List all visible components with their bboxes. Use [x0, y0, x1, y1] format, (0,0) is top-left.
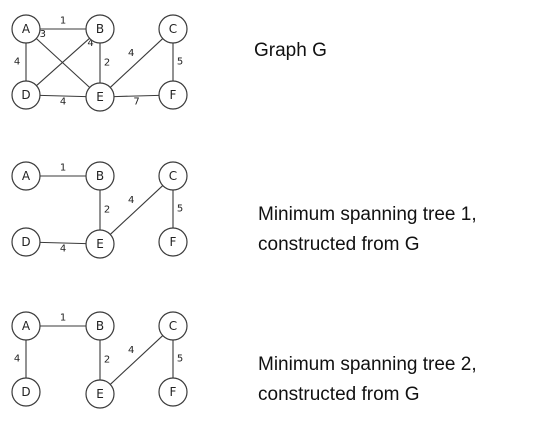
node-F: F [158, 227, 188, 257]
node-E: E [85, 82, 115, 112]
node-label: E [96, 237, 104, 251]
node-D: D [11, 227, 41, 257]
edge-weight-A-D: 4 [14, 354, 20, 365]
caption-line: constructed from G [258, 234, 420, 255]
node-C: C [158, 311, 188, 341]
node-circle [85, 161, 115, 191]
caption-mst-1: Minimum spanning tree 1, constructed fro… [258, 200, 477, 260]
node-label: A [22, 319, 31, 333]
node-label: C [169, 319, 177, 333]
node-circle [158, 377, 188, 407]
edge-weight-B-D: 4 [87, 38, 93, 49]
edge-weight-C-E: 4 [128, 345, 134, 356]
edge-weight-B-E: 2 [104, 355, 110, 366]
edge-weight-A-D: 4 [14, 57, 20, 68]
node-label: A [22, 169, 31, 183]
node-circle [158, 311, 188, 341]
edge-E-F [113, 94, 160, 98]
node-D: D [11, 377, 41, 407]
node-F: F [158, 80, 188, 110]
edge-weight-A-B: 1 [60, 16, 66, 27]
edge-weight-C-E: 4 [128, 48, 134, 59]
node-label: D [21, 88, 30, 102]
node-circle [85, 311, 115, 341]
node-A: A [11, 311, 41, 341]
caption-mst-2: Minimum spanning tree 2, constructed fro… [258, 350, 477, 410]
node-label: A [22, 22, 31, 36]
graph-panel-2: 1 4 2 4 5 A B C D E F [11, 311, 188, 409]
caption-line: Minimum spanning tree 1, [258, 204, 477, 225]
edge-weight-C-F: 5 [177, 354, 183, 365]
caption-line: constructed from G [258, 384, 420, 405]
node-label: F [170, 88, 177, 102]
node-label: D [21, 385, 30, 399]
node-circle [85, 14, 115, 44]
node-label: C [169, 22, 177, 36]
edge-D-E [39, 94, 87, 98]
edge-weight-D-E: 4 [60, 97, 66, 108]
node-circle [158, 227, 188, 257]
node-label: D [21, 235, 30, 249]
node-B: B [85, 14, 115, 44]
node-label: B [96, 22, 104, 36]
caption-line: Graph G [254, 40, 327, 61]
edge-weight-B-E: 2 [104, 58, 110, 69]
node-D: D [11, 80, 41, 110]
edge-weight-A-B: 1 [60, 163, 66, 174]
edge-C-E [109, 335, 164, 385]
edge-D-E [39, 241, 87, 245]
edges: 1 4 2 4 5 [14, 313, 183, 385]
node-circle [85, 229, 115, 259]
node-B: B [85, 161, 115, 191]
node-label: E [96, 90, 104, 104]
node-label: F [170, 385, 177, 399]
edges: 1 2 4 5 4 [39, 163, 183, 255]
edge-weight-E-F: 7 [133, 97, 139, 108]
node-label: C [169, 169, 177, 183]
node-C: C [158, 14, 188, 44]
caption-graph-g: Graph G [254, 36, 327, 66]
edge-C-E [109, 185, 164, 235]
caption-line: Minimum spanning tree 2, [258, 354, 477, 375]
edge-B-D [36, 37, 90, 87]
node-circle [85, 379, 115, 409]
edge-weight-A-E: 3 [40, 29, 46, 40]
node-circle [85, 82, 115, 112]
edge-weight-C-E: 4 [128, 195, 134, 206]
node-circle [11, 14, 41, 44]
node-circle [158, 14, 188, 44]
node-A: A [11, 161, 41, 191]
node-E: E [85, 229, 115, 259]
node-circle [11, 311, 41, 341]
edge-A-E [35, 38, 91, 88]
node-E: E [85, 379, 115, 409]
node-label: B [96, 319, 104, 333]
edge-weight-C-F: 5 [177, 204, 183, 215]
node-circle [11, 80, 41, 110]
edge-weight-D-E: 4 [60, 244, 66, 255]
node-C: C [158, 161, 188, 191]
node-B: B [85, 311, 115, 341]
node-circle [11, 377, 41, 407]
graph-panel-1: 1 2 4 5 4 A B C D E F [11, 161, 188, 259]
node-circle [158, 161, 188, 191]
node-circle [11, 161, 41, 191]
edge-weight-B-E: 2 [104, 205, 110, 216]
node-label: B [96, 169, 104, 183]
edge-weight-C-F: 5 [177, 57, 183, 68]
edge-weight-A-B: 1 [60, 313, 66, 324]
node-circle [11, 227, 41, 257]
node-A: A [11, 14, 41, 44]
node-circle [158, 80, 188, 110]
edge-C-E [109, 38, 164, 88]
node-label: E [96, 387, 104, 401]
node-label: F [170, 235, 177, 249]
node-F: F [158, 377, 188, 407]
